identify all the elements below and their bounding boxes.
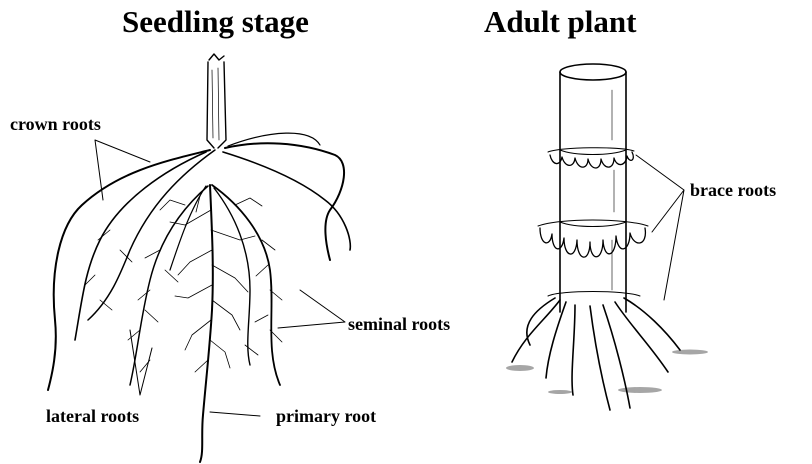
adult-stalk [560,64,626,312]
adult-plant-title: Adult plant [484,4,636,40]
brace-roots-lower-whorl [512,292,680,411]
ground-shading [506,350,708,395]
seedling-stem [207,54,226,148]
seminal-roots-label: seminal roots [348,314,450,335]
seedling-stage-title: Seedling stage [122,4,309,40]
crown-roots-label: crown roots [10,114,101,135]
crown-roots-drawing [48,133,350,390]
adult-leader-lines [636,155,684,300]
lateral-roots-label: lateral roots [46,406,139,427]
brace-roots-middle-whorl [538,220,648,257]
primary-root-label: primary root [276,406,376,427]
brace-roots-label: brace roots [690,180,776,201]
